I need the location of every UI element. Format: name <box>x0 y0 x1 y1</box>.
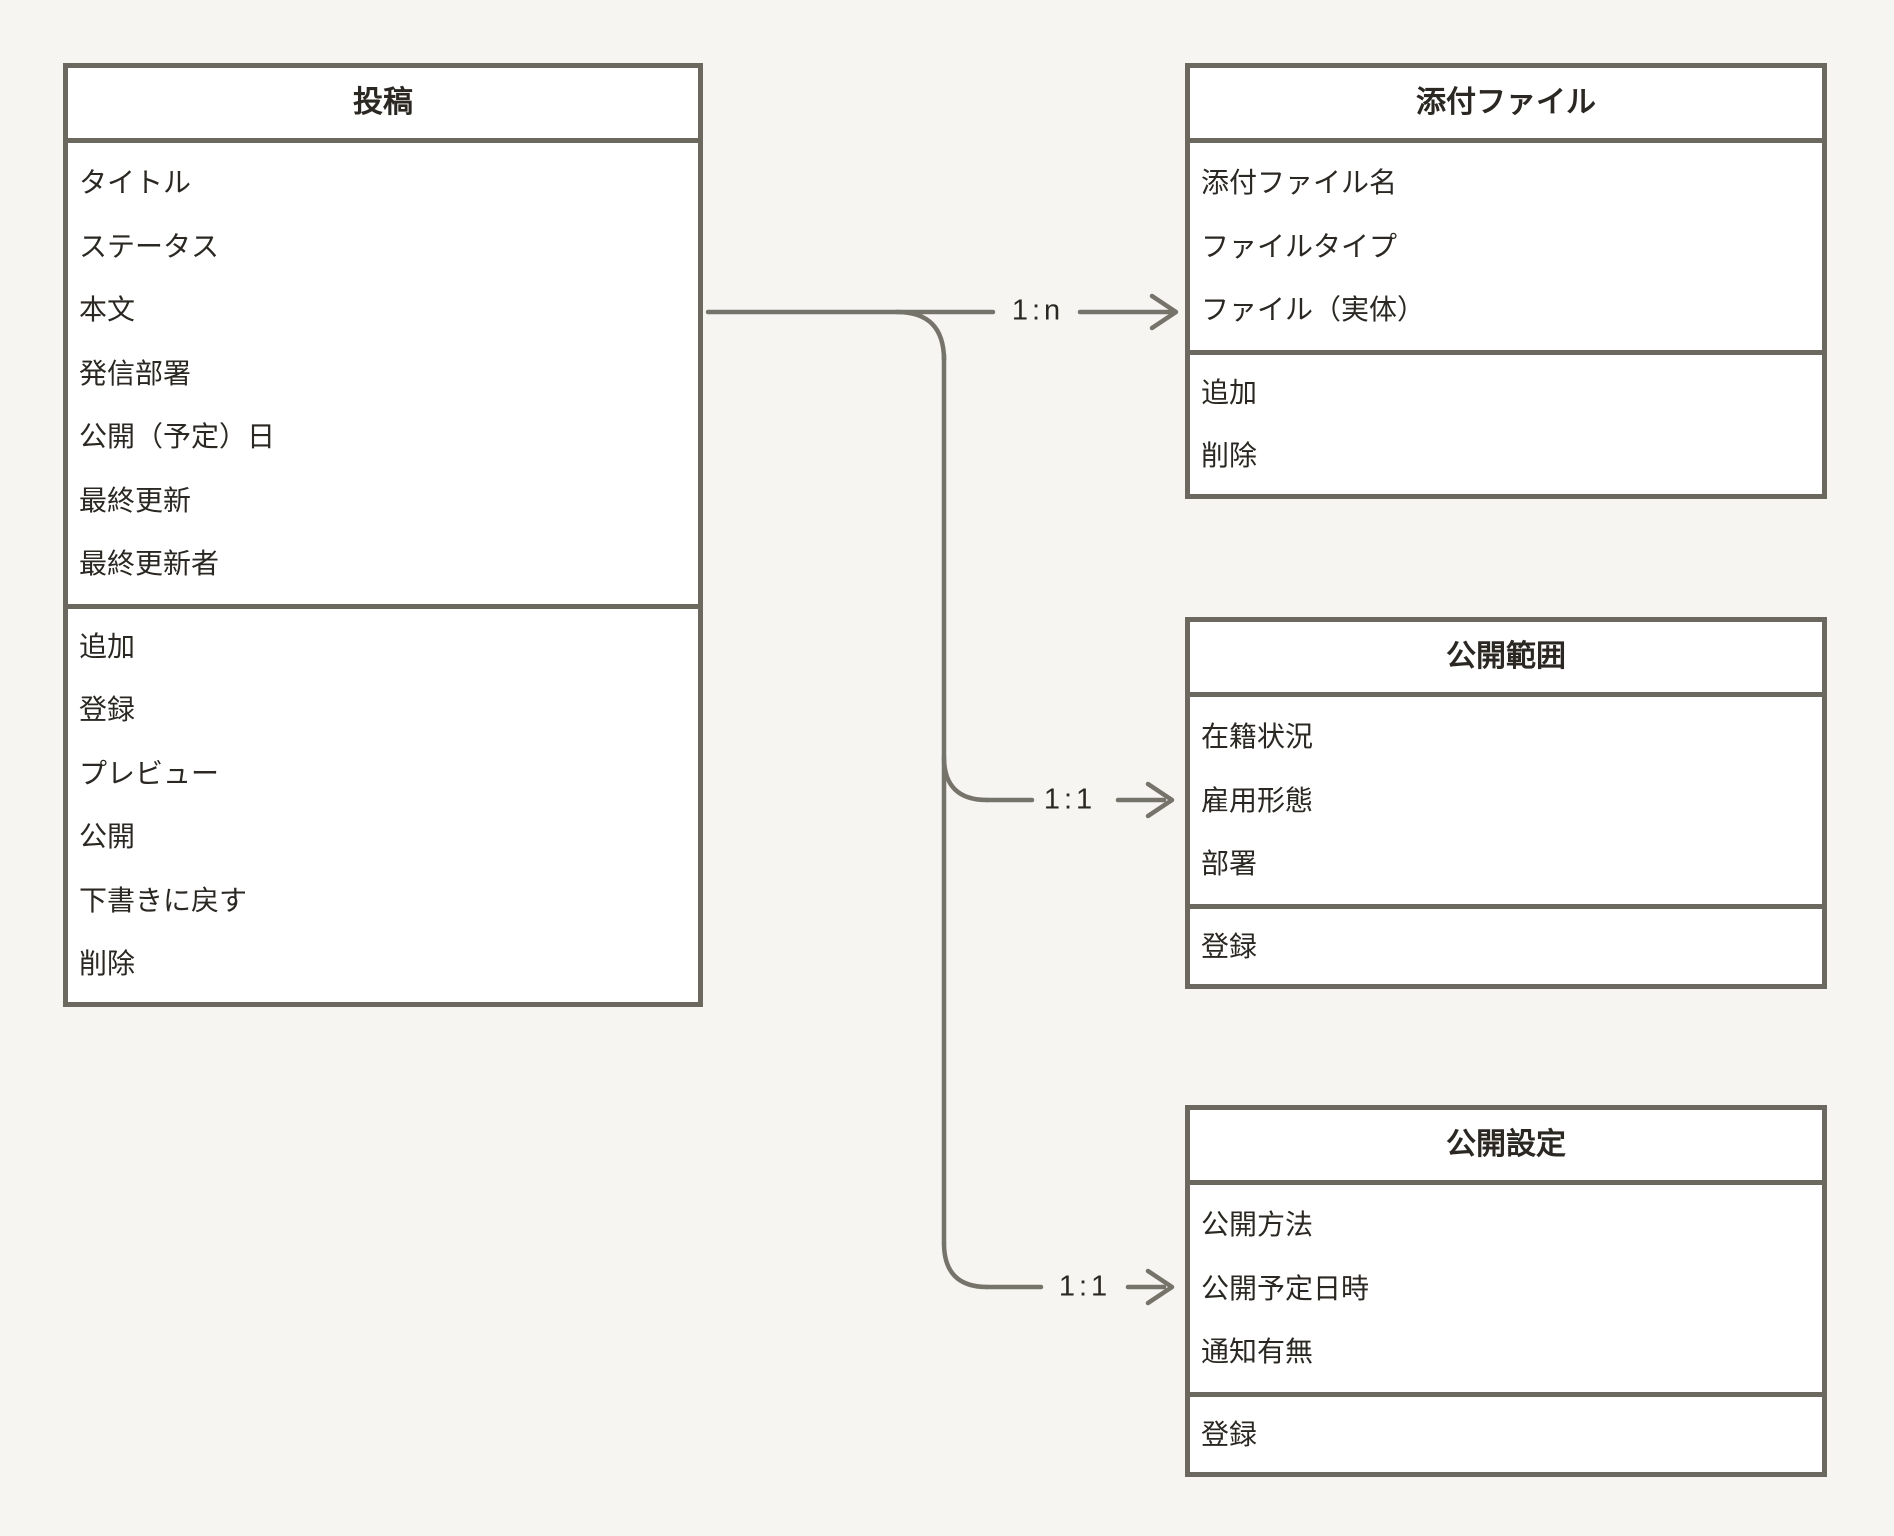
attribute-row: 最終更新 <box>79 484 192 516</box>
attribute-row: ファイルタイプ <box>1201 230 1398 262</box>
arrowhead-attachment <box>1149 293 1179 331</box>
method-row: 登録 <box>1201 1418 1258 1450</box>
relation-label-11-settings: 1:1 <box>1058 1270 1112 1303</box>
attribute-row: ファイル（実体） <box>1201 294 1426 325</box>
relation-label-11-scope: 1:1 <box>1043 783 1097 816</box>
attribute-row: 部署 <box>1201 848 1258 879</box>
attribute-row: 発信部署 <box>79 357 192 389</box>
entity-attachment-title: 添付ファイル <box>1190 68 1822 143</box>
arrowhead-scope <box>1145 781 1175 819</box>
attribute-row: 在籍状況 <box>1201 721 1314 752</box>
entity-scope-methods: 登録 <box>1190 909 1822 985</box>
entity-settings: 公開設定 公開方法公開予定日時通知有無 登録 <box>1185 1105 1827 1477</box>
entity-settings-methods: 登録 <box>1190 1397 1822 1473</box>
entity-post: 投稿 タイトルステータス本文発信部署公開（予定）日最終更新最終更新者 追加登録プ… <box>63 63 703 1007</box>
method-row: 登録 <box>1201 930 1258 962</box>
method-row: 削除 <box>1201 440 1258 471</box>
relation-branch-curve-bottom <box>941 1240 990 1290</box>
method-row: 追加 <box>1201 376 1258 408</box>
relation-branch-curve-mid <box>941 754 990 803</box>
relation-branch-curve-top <box>894 309 947 363</box>
entity-post-attributes: タイトルステータス本文発信部署公開（予定）日最終更新最終更新者 <box>68 143 698 609</box>
attribute-row: 通知有無 <box>1201 1336 1314 1367</box>
method-row: 削除 <box>79 948 136 979</box>
method-row: 追加 <box>79 630 136 662</box>
entity-settings-attributes: 公開方法公開予定日時通知有無 <box>1190 1185 1822 1397</box>
entity-post-methods: 追加登録プレビュー公開下書きに戻す削除 <box>68 609 698 1002</box>
attribute-row: ステータス <box>79 230 220 262</box>
entity-scope-title: 公開範囲 <box>1190 622 1822 697</box>
attribute-row: 公開予定日時 <box>1201 1272 1370 1304</box>
entity-post-title: 投稿 <box>68 68 698 143</box>
entity-scope: 公開範囲 在籍状況雇用形態部署 登録 <box>1185 617 1827 989</box>
relation-label-1n: 1:n <box>1011 294 1065 327</box>
method-row: 下書きに戻す <box>79 884 248 916</box>
arrowhead-settings <box>1145 1268 1175 1306</box>
entity-attachment-attributes: 添付ファイル名ファイルタイプファイル（実体） <box>1190 143 1822 355</box>
attribute-row: 雇用形態 <box>1201 784 1314 816</box>
entity-attachment: 添付ファイル 添付ファイル名ファイルタイプファイル（実体） 追加削除 <box>1185 63 1827 499</box>
method-row: 登録 <box>79 694 136 725</box>
entity-scope-attributes: 在籍状況雇用形態部署 <box>1190 697 1822 909</box>
attribute-row: 公開（予定）日 <box>79 421 276 452</box>
entity-attachment-methods: 追加削除 <box>1190 355 1822 494</box>
attribute-row: 最終更新者 <box>79 548 220 579</box>
attribute-row: 本文 <box>79 294 136 325</box>
attribute-row: タイトル <box>79 167 192 198</box>
method-row: プレビュー <box>79 757 220 789</box>
attribute-row: 公開方法 <box>1201 1209 1314 1240</box>
attribute-row: 添付ファイル名 <box>1201 167 1398 198</box>
entity-settings-title: 公開設定 <box>1190 1110 1822 1185</box>
method-row: 公開 <box>79 821 136 852</box>
